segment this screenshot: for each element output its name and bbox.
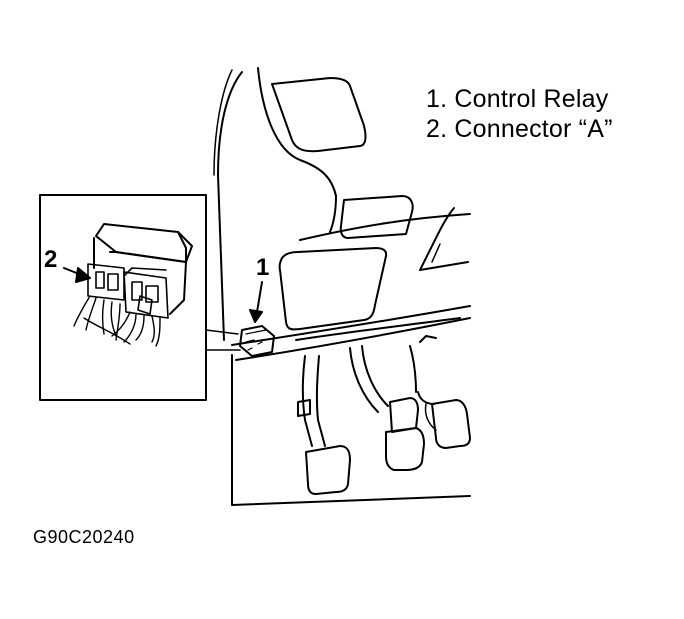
right-bracket xyxy=(419,207,469,271)
wiring-harness xyxy=(73,295,161,347)
callout-number-2: 2 xyxy=(44,246,58,273)
center-opening xyxy=(339,195,414,239)
inset-leader-upper xyxy=(205,194,239,335)
dashboard-outline xyxy=(213,67,471,506)
upper-vent xyxy=(271,77,367,153)
middle-pedal xyxy=(349,345,425,471)
relay-enlarged xyxy=(93,223,193,315)
connector-a-enlarged xyxy=(87,263,169,319)
lower-panel xyxy=(278,247,388,331)
legend-item-connector-a: 2. Connector “A” xyxy=(426,115,613,143)
legend-item-control-relay: 1. Control Relay xyxy=(426,85,609,113)
pedal-bar xyxy=(295,317,461,341)
callout-number-1: 1 xyxy=(256,254,270,281)
accelerator-pedal xyxy=(409,335,471,449)
control-relay-location xyxy=(239,325,275,357)
callout-2-arrowhead xyxy=(75,267,91,283)
brake-pedal xyxy=(297,355,351,495)
figure-identifier: G90C20240 xyxy=(33,527,135,547)
callout-1-arrowhead xyxy=(249,309,263,323)
